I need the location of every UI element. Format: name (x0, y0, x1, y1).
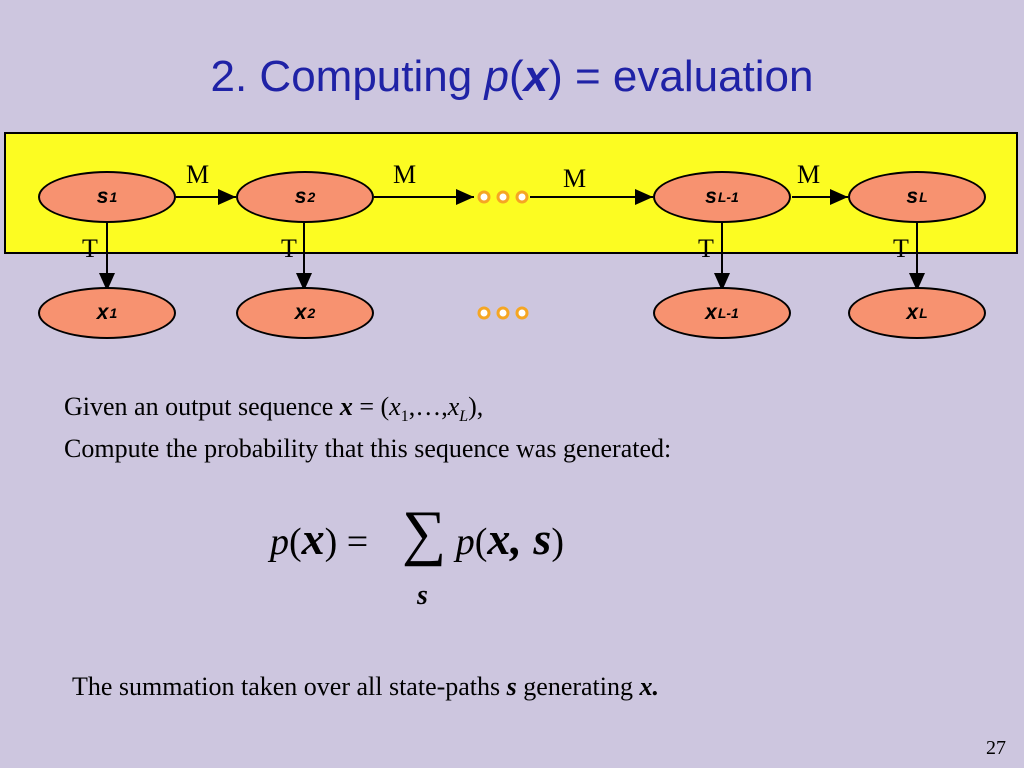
emission-label-4: T (893, 234, 909, 263)
title-prefix: 2. Computing (210, 52, 485, 101)
transition-label-4: M (797, 160, 821, 189)
title-open-paren: ( (508, 52, 524, 101)
page-number: 27 (986, 737, 1006, 759)
given-sequence-line: Given an output sequence x = (x1,…,xL), (64, 392, 484, 426)
emission-label-3: T (698, 234, 714, 263)
emission-label-1: T (82, 234, 98, 263)
compute-probability-line: Compute the probability that this sequen… (64, 434, 672, 463)
summation-explanation: The summation taken over all state-paths… (72, 672, 660, 701)
ellipsis-dots-top (477, 190, 529, 204)
transition-label-2: M (393, 160, 417, 189)
transition-label-1: M (186, 160, 210, 189)
transition-label-3: M (563, 164, 587, 193)
summation-symbol: ∑ (402, 499, 447, 567)
slide-title: 2. Computing p(x) = evaluation (0, 52, 1024, 102)
summation-index: s (417, 580, 428, 611)
probability-formula: p(x) = p(x, s) (270, 513, 564, 564)
title-p: p (484, 52, 509, 101)
title-x: x (523, 52, 549, 101)
emission-label-2: T (281, 234, 297, 263)
title-rest: ) = evaluation (548, 52, 814, 101)
ellipsis-dots-bottom (477, 306, 529, 320)
